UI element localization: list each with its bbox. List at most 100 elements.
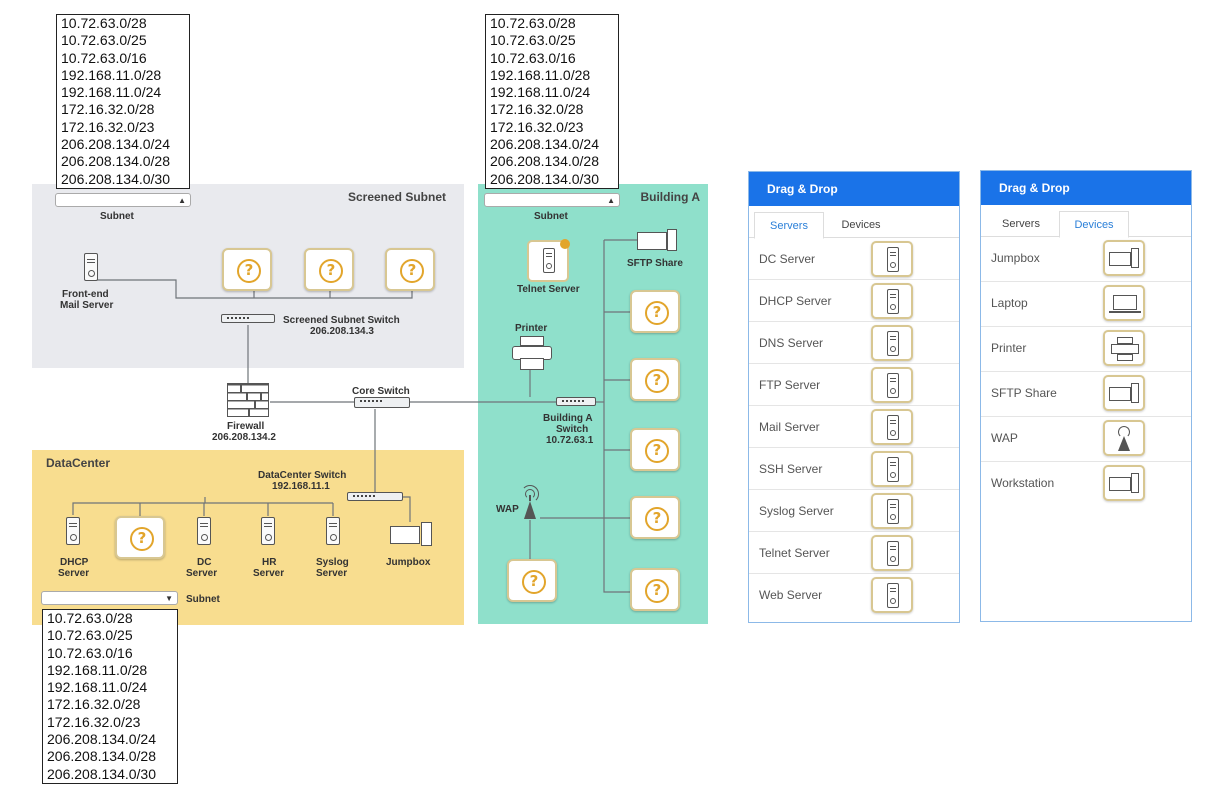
datacenter-switch-icon	[347, 492, 403, 501]
server-icon	[543, 248, 555, 273]
subnet-option[interactable]: 206.208.134.0/28	[47, 748, 156, 765]
subnet-option[interactable]: 192.168.11.0/28	[47, 661, 148, 678]
subnet-option[interactable]: 10.72.63.0/25	[61, 32, 147, 49]
item-label: SSH Server	[759, 462, 823, 476]
subnet-option[interactable]: 192.168.11.0/24	[61, 84, 162, 101]
list-item-ssh-server[interactable]: SSH Server	[749, 448, 959, 490]
item-label: Laptop	[991, 296, 1028, 310]
building-switch-label-2: Switch	[556, 424, 589, 435]
subnet-option[interactable]: 206.208.134.0/30	[47, 765, 156, 782]
item-label: Web Server	[759, 588, 823, 602]
building-a-switch-icon	[556, 397, 596, 406]
screened-drop-slot-3[interactable]: ?	[385, 248, 435, 291]
list-item-dhcp-server[interactable]: DHCP Server	[749, 280, 959, 322]
list-item-telnet-server[interactable]: Telnet Server	[749, 532, 959, 574]
datacenter-subnet-select[interactable]: ▼	[41, 591, 178, 605]
tab-servers[interactable]: Servers	[1002, 218, 1040, 230]
item-label: Syslog Server	[759, 504, 834, 518]
server-icon	[871, 409, 913, 445]
subnet-option[interactable]: 10.72.63.0/25	[47, 627, 133, 644]
hr-label-2: Server	[253, 568, 285, 579]
question-icon: ?	[400, 259, 424, 283]
building-switch-label-1: Building A	[543, 413, 593, 424]
item-label: DNS Server	[759, 336, 824, 350]
subnet-option[interactable]: 206.208.134.0/28	[490, 153, 599, 170]
wap-icon	[1103, 420, 1145, 456]
subnet-option[interactable]: 172.16.32.0/28	[490, 101, 584, 118]
tab-servers[interactable]: Servers	[754, 212, 824, 239]
subnet-option[interactable]: 172.16.32.0/23	[47, 713, 141, 730]
item-label: Printer	[991, 341, 1027, 355]
datacenter-drop-slot-1[interactable]: ?	[115, 516, 165, 559]
building-drop-slot-4[interactable]: ?	[630, 496, 680, 539]
printer-icon	[512, 336, 552, 370]
subnet-option[interactable]: 10.72.63.0/28	[490, 15, 576, 31]
item-label: DC Server	[759, 252, 816, 266]
subnet-option[interactable]: 10.72.63.0/16	[490, 49, 576, 66]
dhcp-label-2: Server	[58, 568, 90, 579]
building-drop-slot-6[interactable]: ?	[507, 559, 557, 602]
subnet-option[interactable]: 192.168.11.0/28	[61, 66, 162, 83]
subnet-option[interactable]: 206.208.134.0/30	[490, 170, 599, 187]
item-label: Mail Server	[759, 420, 820, 434]
subnet-option[interactable]: 206.208.134.0/24	[61, 136, 170, 153]
list-item-sftp-share[interactable]: SFTP Share	[981, 372, 1191, 417]
list-item-syslog-server[interactable]: Syslog Server	[749, 490, 959, 532]
subnet-option[interactable]: 172.16.32.0/28	[47, 696, 141, 713]
subnet-option[interactable]: 172.16.32.0/28	[61, 101, 155, 118]
building-subnet-select[interactable]: ▲	[484, 193, 620, 207]
tab-devices[interactable]: Devices	[841, 219, 881, 231]
list-item-web-server[interactable]: Web Server	[749, 574, 959, 616]
drag-drop-devices-panel: Drag & Drop Servers Devices Jumpbox Lapt…	[980, 170, 1192, 622]
question-icon: ?	[522, 570, 546, 594]
subnet-option[interactable]: 10.72.63.0/25	[490, 32, 576, 49]
list-item-jumpbox[interactable]: Jumpbox	[981, 237, 1191, 282]
hr-server-icon	[261, 517, 275, 545]
building-a-title: Building A	[640, 190, 700, 204]
building-drop-slot-5[interactable]: ?	[630, 568, 680, 611]
screened-subnet-select[interactable]: ▲	[55, 193, 191, 207]
question-icon: ?	[319, 259, 343, 283]
chevron-down-icon: ▼	[165, 594, 173, 603]
list-item-dns-server[interactable]: DNS Server	[749, 322, 959, 364]
core-switch-label: Core Switch	[352, 386, 410, 397]
subnet-option[interactable]: 172.16.32.0/23	[61, 118, 155, 135]
list-item-wap[interactable]: WAP	[981, 417, 1191, 462]
subnet-option[interactable]: 192.168.11.0/28	[490, 66, 591, 83]
question-icon: ?	[645, 507, 669, 531]
sftp-share-label: SFTP Share	[627, 258, 683, 269]
badge-icon	[560, 239, 570, 249]
subnet-option[interactable]: 206.208.134.0/24	[490, 136, 599, 153]
subnet-option[interactable]: 192.168.11.0/24	[490, 84, 591, 101]
server-icon	[871, 451, 913, 487]
item-label: WAP	[991, 431, 1018, 445]
subnet-option[interactable]: 10.72.63.0/28	[47, 610, 133, 626]
screened-drop-slot-1[interactable]: ?	[222, 248, 272, 291]
building-drop-slot-2[interactable]: ?	[630, 358, 680, 401]
wap-icon	[517, 485, 543, 521]
dc-server-icon	[197, 517, 211, 545]
subnet-option[interactable]: 206.208.134.0/30	[61, 170, 170, 187]
dhcp-server-icon	[66, 517, 80, 545]
subnet-option[interactable]: 206.208.134.0/28	[61, 153, 170, 170]
subnet-option[interactable]: 10.72.63.0/16	[47, 644, 133, 661]
list-item-dc-server[interactable]: DC Server	[749, 238, 959, 280]
subnet-option[interactable]: 10.72.63.0/28	[61, 15, 147, 31]
subnet-option[interactable]: 192.168.11.0/24	[47, 679, 148, 696]
list-item-printer[interactable]: Printer	[981, 327, 1191, 372]
list-item-laptop[interactable]: Laptop	[981, 282, 1191, 327]
telnet-server-label: Telnet Server	[517, 284, 580, 295]
subnet-option[interactable]: 10.72.63.0/16	[61, 49, 147, 66]
subnet-option[interactable]: 206.208.134.0/24	[47, 731, 156, 748]
subnet-option[interactable]: 172.16.32.0/23	[490, 118, 584, 135]
list-item-ftp-server[interactable]: FTP Server	[749, 364, 959, 406]
list-item-mail-server[interactable]: Mail Server	[749, 406, 959, 448]
chevron-up-icon: ▲	[607, 196, 615, 205]
question-icon: ?	[645, 579, 669, 603]
tab-devices[interactable]: Devices	[1059, 211, 1129, 238]
screened-drop-slot-2[interactable]: ?	[304, 248, 354, 291]
building-drop-slot-1[interactable]: ?	[630, 290, 680, 333]
screened-subnet-title: Screened Subnet	[347, 190, 446, 204]
building-drop-slot-3[interactable]: ?	[630, 428, 680, 471]
list-item-workstation[interactable]: Workstation	[981, 462, 1191, 507]
